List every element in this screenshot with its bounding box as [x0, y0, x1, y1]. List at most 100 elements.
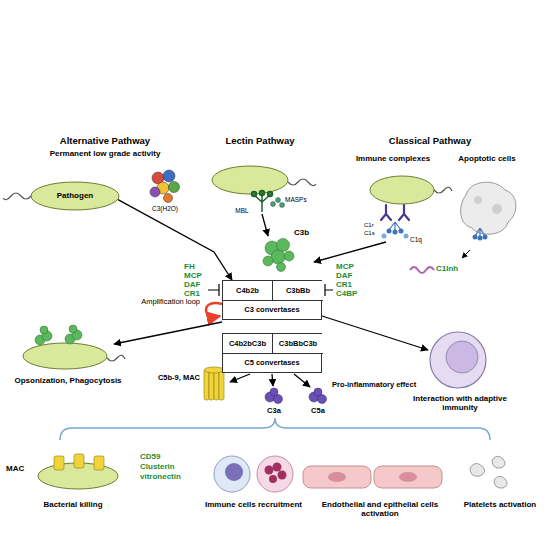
pathway-subtitle: Permanent low grade activity: [40, 149, 170, 158]
flagellum: [3, 193, 31, 200]
opsonized-pathogen: [40, 326, 48, 334]
node-text: C3bBbC3b: [279, 334, 317, 353]
immune-cell: [265, 466, 274, 475]
opsonized-pathogen: [23, 325, 125, 369]
opsonized-pathogen: [69, 325, 77, 333]
immune-cell: [225, 463, 243, 481]
protein-label: C1q: [410, 236, 434, 243]
mbl-protein: [252, 192, 257, 197]
pathogen-outline: [31, 182, 119, 210]
c1-complex: [382, 222, 409, 239]
lymphocyte: [446, 341, 478, 373]
effect-arrow: [294, 374, 310, 387]
c3b-protein: [277, 239, 290, 252]
pathway-title: Classical Pathway: [365, 136, 495, 147]
platelet: [470, 456, 507, 488]
c1-complex: [404, 234, 409, 239]
bracket: [60, 418, 490, 440]
classical-pathogen: [434, 187, 452, 193]
pathogen-cell: Pathogen: [30, 181, 120, 211]
mbl-protein: [268, 192, 273, 197]
c3b-protein: [277, 263, 286, 272]
c3h2o-protein: [163, 170, 175, 182]
lysed-pathogen: [38, 454, 118, 489]
c3b-protein: [263, 256, 273, 266]
c5-convertase-box: C5 convertasesC4b2bC3bC3bBbC3b: [222, 333, 322, 373]
effect-label: Interaction with adaptive immunity: [395, 394, 525, 412]
regulator-label: C4BP: [336, 289, 370, 298]
effect-arrow: [230, 374, 250, 382]
c3a-protein: [265, 388, 283, 404]
lectin-pathogen: [212, 166, 288, 194]
convertase-cell: C4b2b: [223, 281, 273, 301]
loop-label: Amplification loop: [130, 298, 200, 307]
activation-arrow: [262, 214, 386, 262]
mac-pore: [204, 367, 224, 373]
opsonized-pathogen: [35, 325, 82, 345]
endothelial-cell: [399, 472, 417, 482]
effect-label: Immune cells recruitment: [196, 500, 311, 509]
mbl-protein: [252, 191, 273, 213]
mbl-protein: [254, 194, 270, 212]
protein-label: C3b: [294, 228, 324, 237]
protein-label: MBL: [226, 207, 258, 214]
effect-label: Bacterial killing: [18, 500, 128, 509]
regulator-label: vitronectin: [140, 472, 195, 481]
antibody: [399, 205, 409, 220]
effect-arrow: [114, 322, 222, 344]
c1-complex: [393, 230, 398, 235]
apoptotic-cell: [474, 196, 482, 204]
activation-arrow: [314, 242, 386, 262]
platelet: [492, 456, 505, 468]
convertase-cell: C3bBbC3b: [273, 334, 323, 354]
immune-cell: [214, 456, 293, 492]
platelet: [494, 476, 507, 488]
lymphocyte: [430, 332, 486, 388]
lysed-pathogen: [54, 456, 64, 470]
masps-protein: [280, 203, 285, 208]
node-text: C4b2bC3b: [229, 334, 266, 353]
c5a-protein: [309, 388, 327, 404]
endothelial-cell: [303, 466, 371, 488]
opsonized-pathogen: [23, 343, 107, 369]
sub-heading: Immune complexes: [348, 154, 438, 163]
protein-label: C3a: [261, 407, 287, 416]
platelet: [470, 463, 485, 476]
c3h2o-protein: [150, 170, 180, 203]
apoptotic-cell: [461, 182, 516, 240]
apoptotic-cell: [478, 236, 483, 241]
bracket: [60, 418, 490, 440]
c3h2o-protein: [150, 187, 160, 197]
masps-protein: [271, 198, 285, 208]
regulator-label: DAF: [336, 271, 370, 280]
endothelial-cell: [374, 466, 442, 488]
amplification-loop: [206, 303, 222, 317]
node-text: Pathogen: [30, 181, 120, 211]
mac-pore: [204, 370, 209, 400]
c5a-protein: [314, 388, 322, 396]
amplification-loop: [206, 303, 222, 317]
effect-label: Pro-inflammatory effect: [332, 381, 432, 390]
activation-arrow: [262, 214, 268, 236]
node-text: C3 convertases: [223, 301, 321, 319]
classical-pathogen: [370, 176, 452, 204]
antibody: [381, 205, 409, 220]
regulator-label: DAF: [184, 280, 214, 289]
c3b-protein: [263, 239, 294, 272]
lysed-pathogen: [94, 456, 104, 470]
masps-protein: [271, 202, 276, 207]
regulator-label: C1Inh: [436, 264, 476, 273]
effect-arrow: [114, 316, 428, 387]
apoptotic-cell: [492, 204, 502, 214]
regulator-label: CR1: [336, 280, 370, 289]
mac-pore: [204, 367, 224, 400]
c1-complex: [382, 234, 387, 239]
lectin-pathogen: [212, 166, 316, 194]
effect-label: Endothelial and epithelial cells activat…: [305, 500, 455, 518]
node-text: C3bBb: [286, 281, 310, 300]
regulator-label: CR1: [184, 289, 214, 298]
lymphocyte: [430, 332, 486, 388]
protein-label: C1r: [364, 222, 384, 229]
